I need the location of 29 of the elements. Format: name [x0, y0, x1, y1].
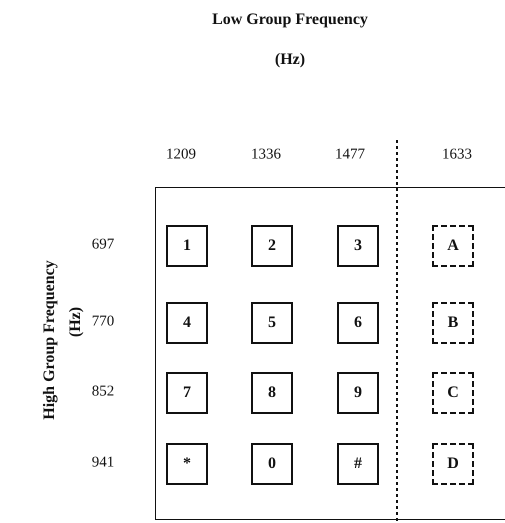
frequency-value: 1477: [335, 146, 365, 164]
keypad-key: 2: [251, 225, 293, 267]
frequency-value: 1209: [166, 146, 196, 164]
frequency-value: 697: [92, 236, 114, 254]
frequency-value: 770: [92, 314, 114, 330]
axis-title: Low Group Frequency: [212, 11, 368, 29]
keypad-frame: [155, 187, 505, 520]
extended-key: B: [432, 302, 474, 344]
axis-title: (Hz): [274, 51, 306, 69]
keypad-key: 5: [251, 302, 293, 344]
frequency-value: 1336: [251, 146, 281, 164]
keypad-key: #: [337, 443, 379, 485]
keypad-key: 7: [166, 372, 208, 414]
keypad-key: 0: [251, 443, 293, 485]
keypad-key: 9: [337, 372, 379, 414]
keypad-key: 1: [166, 225, 208, 267]
keypad-key: 3: [337, 225, 379, 267]
axis-title: (Hz): [67, 306, 85, 338]
extended-key: A: [432, 225, 474, 267]
keypad-key: 4: [166, 302, 208, 344]
frequency-value: 941: [92, 454, 114, 472]
extended-key: C: [432, 372, 474, 414]
extended-key: D: [432, 443, 474, 485]
frequency-value: 852: [92, 384, 114, 400]
keypad-key: *: [166, 443, 208, 485]
keypad-key: 8: [251, 372, 293, 414]
frequency-value: 1633: [442, 146, 472, 164]
keypad-key: 6: [337, 302, 379, 344]
axis-title: High Group Frequency: [41, 260, 59, 420]
